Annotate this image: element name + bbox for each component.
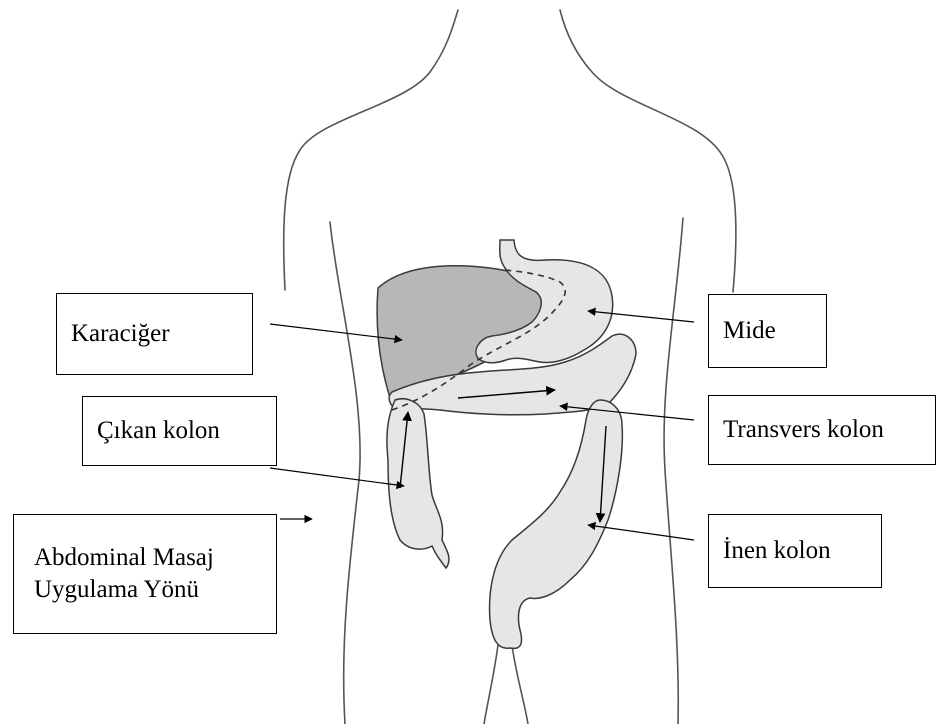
leg-inner-left	[484, 645, 498, 724]
descending-colon-label-text: İnen kolon	[723, 535, 831, 568]
massage-direction-label-line1: Abdominal Masaj	[34, 542, 214, 575]
ascending-colon-label: Çıkan kolon	[82, 396, 277, 466]
torso-right-line	[664, 218, 683, 724]
ascending-colon-label-text: Çıkan kolon	[97, 415, 220, 448]
transverse-colon-label-text: Transvers kolon	[723, 414, 884, 447]
stomach-label: Mide	[708, 294, 827, 368]
transverse-colon-leader-line	[560, 406, 694, 420]
descending-colon-leader-line	[588, 525, 694, 540]
ascending-colon-shape	[387, 399, 449, 568]
descending-colon-shape	[490, 400, 623, 648]
liver-label-text: Karaciğer	[71, 318, 170, 351]
ascending-colon-leader-line	[270, 468, 404, 486]
body-left-contour	[284, 10, 458, 290]
massage-direction-label-line2: Uygulama Yönü	[34, 574, 199, 607]
body-right-contour	[560, 10, 736, 292]
leg-inner-right	[512, 645, 528, 724]
descending-colon-label: İnen kolon	[708, 514, 882, 588]
torso-left-line	[330, 222, 360, 724]
massage-direction-label: Abdominal Masaj Uygulama Yönü	[13, 514, 277, 634]
transverse-colon-label: Transvers kolon	[708, 395, 936, 465]
liver-label: Karaciğer	[56, 293, 253, 375]
stomach-label-text: Mide	[723, 315, 776, 348]
